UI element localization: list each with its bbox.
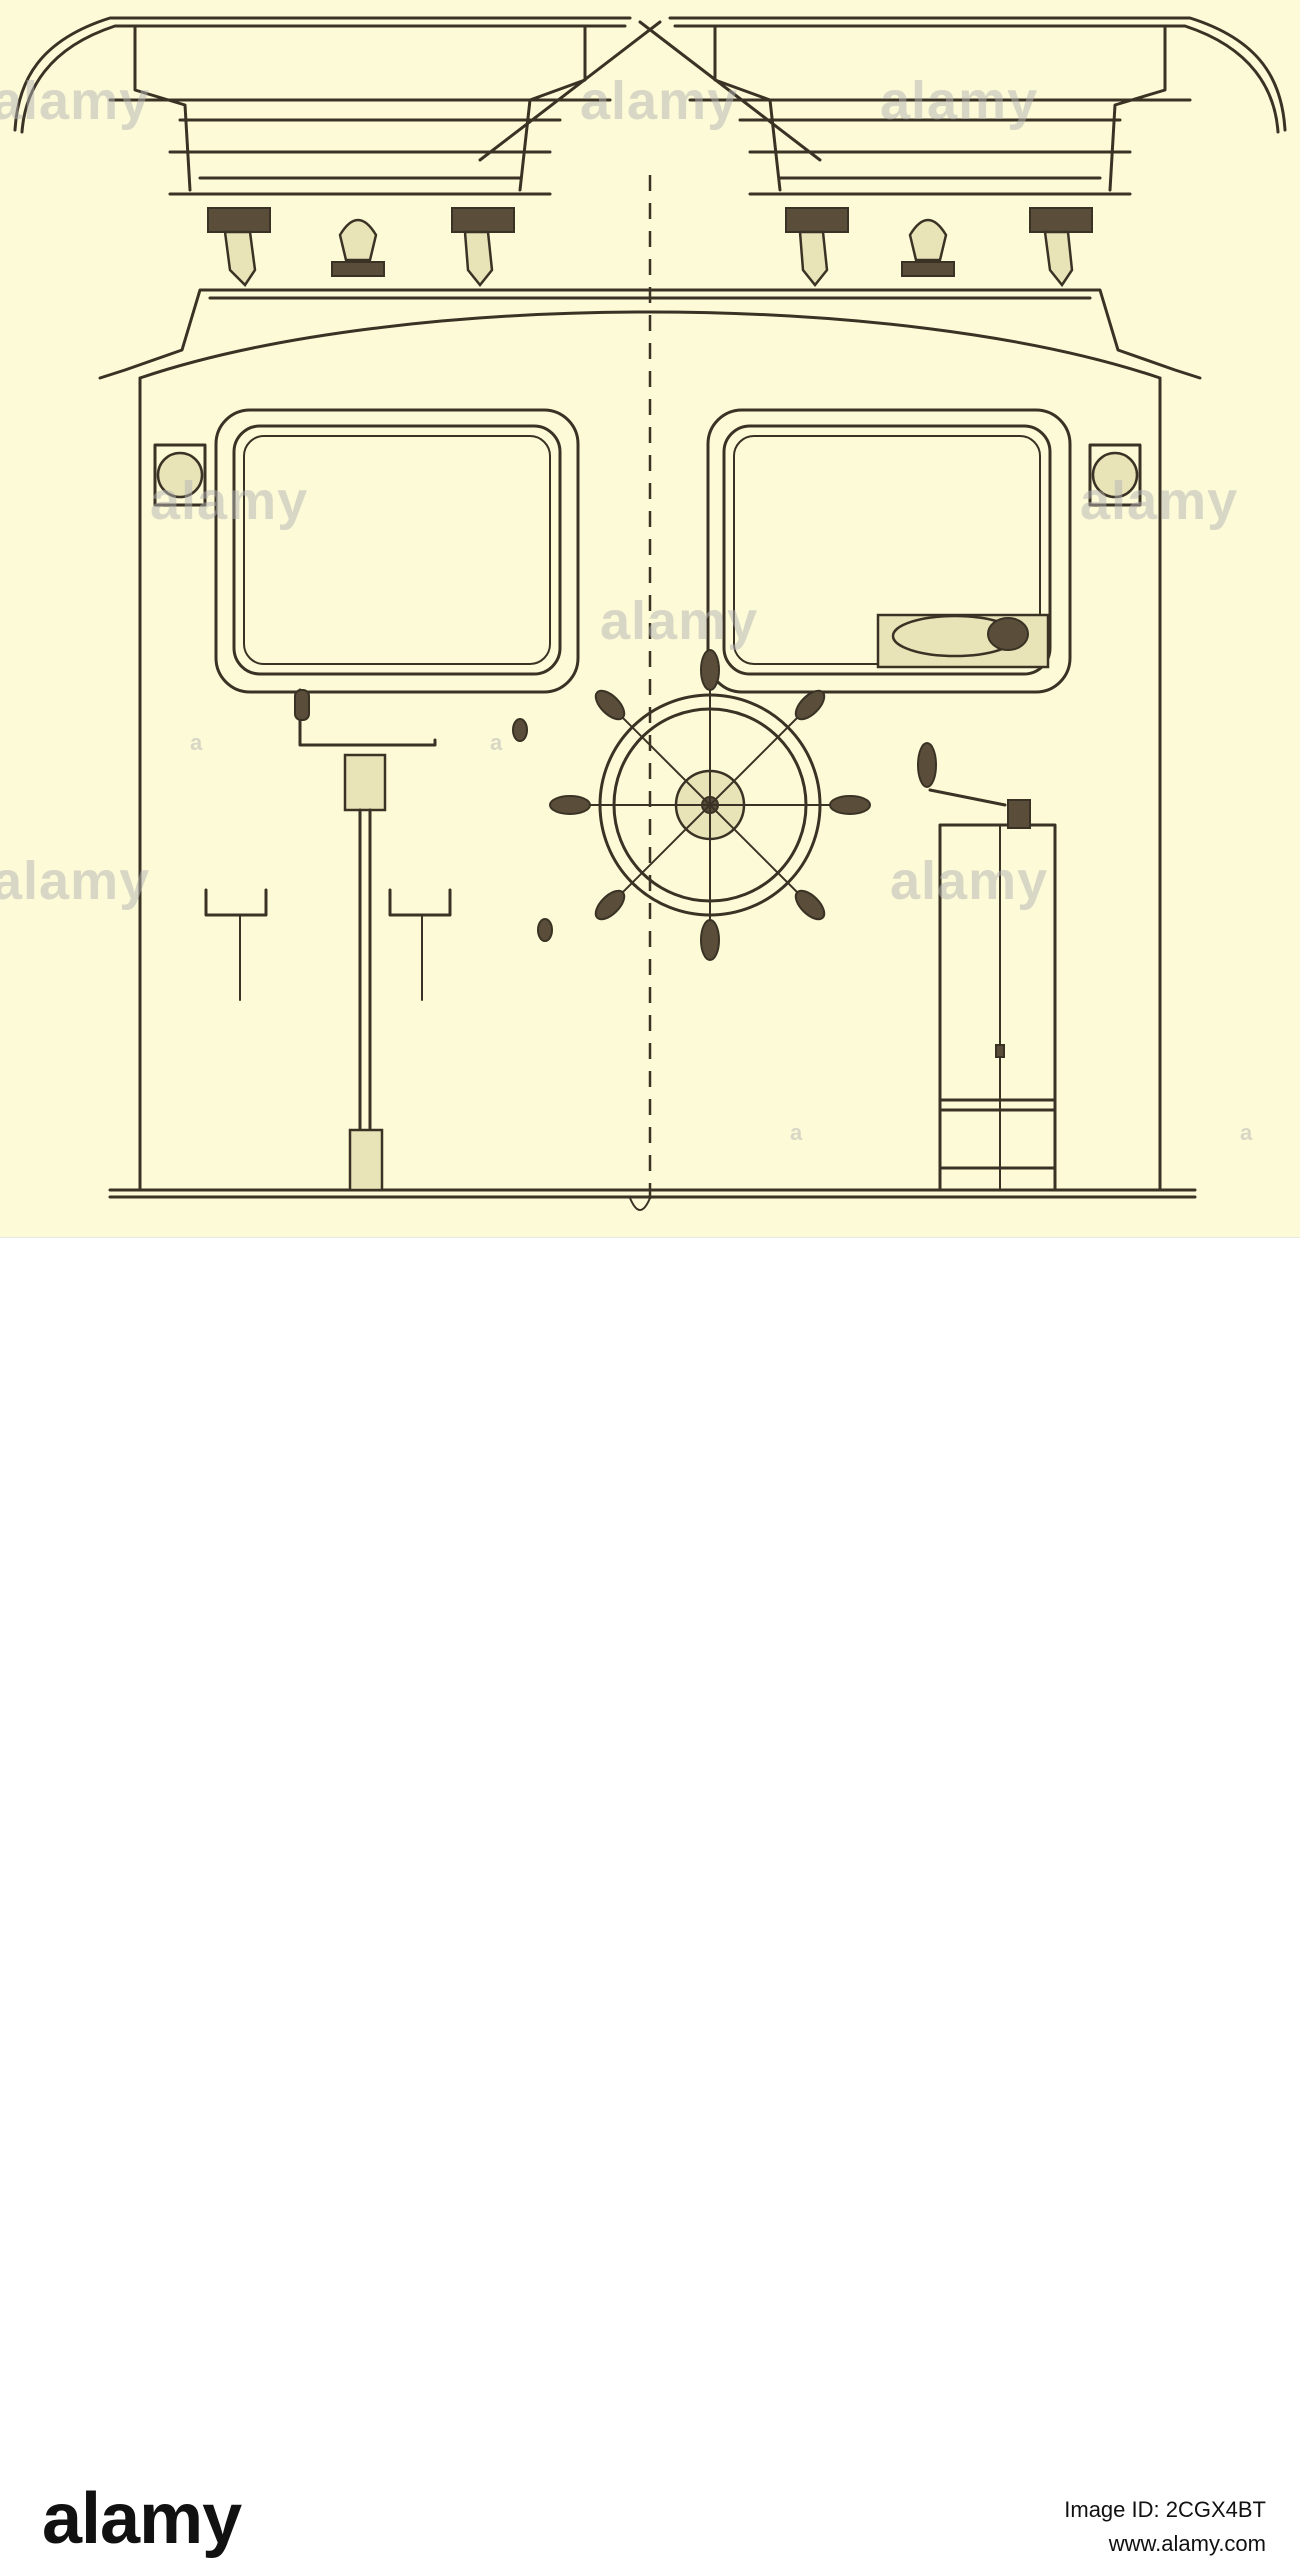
watermark: alamy	[0, 851, 151, 911]
watermark: alamy	[150, 471, 309, 531]
pantograph-left	[13, 16, 662, 288]
watermark: a	[1240, 1120, 1254, 1145]
cab-roof	[98, 288, 1202, 380]
watermark: a	[190, 730, 204, 755]
watermark: alamy	[600, 591, 759, 651]
watermark: alamy	[890, 851, 1049, 911]
watermark: a	[490, 730, 504, 755]
watermark: alamy	[580, 71, 739, 131]
technical-drawing: alamy alamy alamy alamy alamy alamy alam…	[0, 0, 1300, 1237]
controller-cabinet	[917, 742, 1057, 1192]
side-lamps	[153, 443, 1142, 507]
image-info: Image ID: 2CGX4BT www.alamy.com	[1064, 2493, 1266, 2561]
watermark: alamy	[1080, 471, 1239, 531]
watermark: alamy	[880, 71, 1039, 131]
steering-wheel	[549, 649, 871, 961]
window-right	[706, 408, 1072, 694]
watermark: alamy	[0, 71, 151, 131]
image-id: Image ID: 2CGX4BT	[1064, 2497, 1266, 2522]
stock-footer: alamy Image ID: 2CGX4BT www.alamy.com	[0, 1237, 1300, 2556]
alamy-logo[interactable]: alamy	[42, 2479, 242, 2559]
brake-handle-column	[294, 688, 437, 1192]
pantograph-right	[638, 16, 1287, 288]
site-link[interactable]: www.alamy.com	[1108, 2531, 1266, 2557]
locomotive-cab-elevation	[13, 16, 1287, 1211]
watermark: a	[790, 1120, 804, 1145]
window-left	[214, 408, 580, 694]
control-handles-left	[204, 718, 553, 1001]
